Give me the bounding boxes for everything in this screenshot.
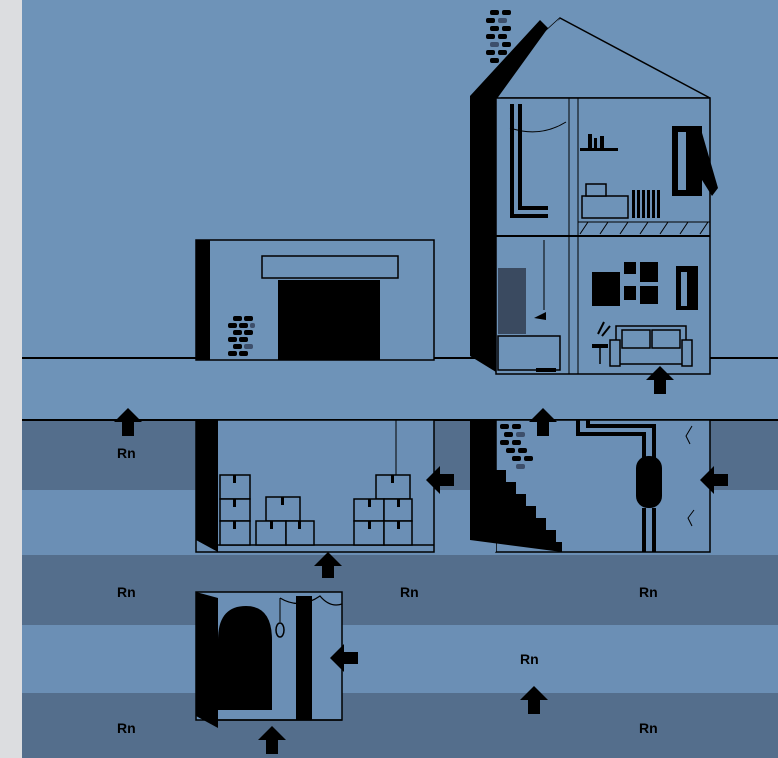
house-basement <box>470 420 710 552</box>
radon-label: Rn <box>117 445 136 461</box>
radon-label: Rn <box>520 651 539 667</box>
radon-label: Rn <box>400 584 419 600</box>
garage <box>196 240 434 360</box>
bathtub <box>498 336 560 370</box>
radon-label: Rn <box>117 720 136 736</box>
soil-layer-4 <box>22 625 778 693</box>
radon-label: Rn <box>117 584 136 600</box>
radon-label: Rn <box>639 720 658 736</box>
boiler-icon <box>636 456 662 508</box>
cellar-arch <box>218 606 272 710</box>
left-margin <box>0 0 22 758</box>
cellar <box>196 592 342 728</box>
garage-door <box>278 280 380 360</box>
radon-label: Rn <box>639 584 658 600</box>
sofa-icon <box>610 326 692 366</box>
mirror <box>498 268 526 334</box>
garage-basement <box>196 420 434 552</box>
